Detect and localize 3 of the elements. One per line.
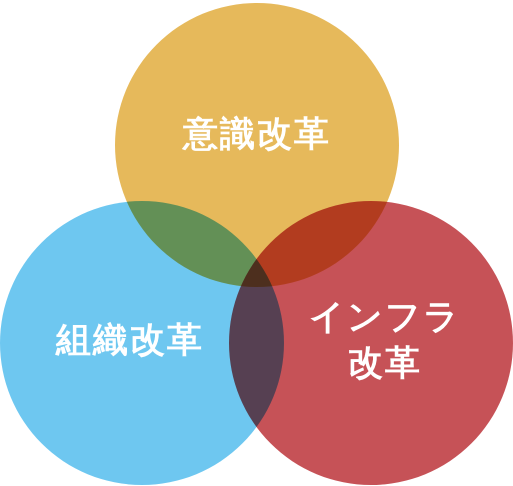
- circle-label: 組織改革: [54, 319, 205, 362]
- circle-label: 意識改革: [181, 113, 332, 156]
- circle-label: インフラ改革: [308, 296, 462, 385]
